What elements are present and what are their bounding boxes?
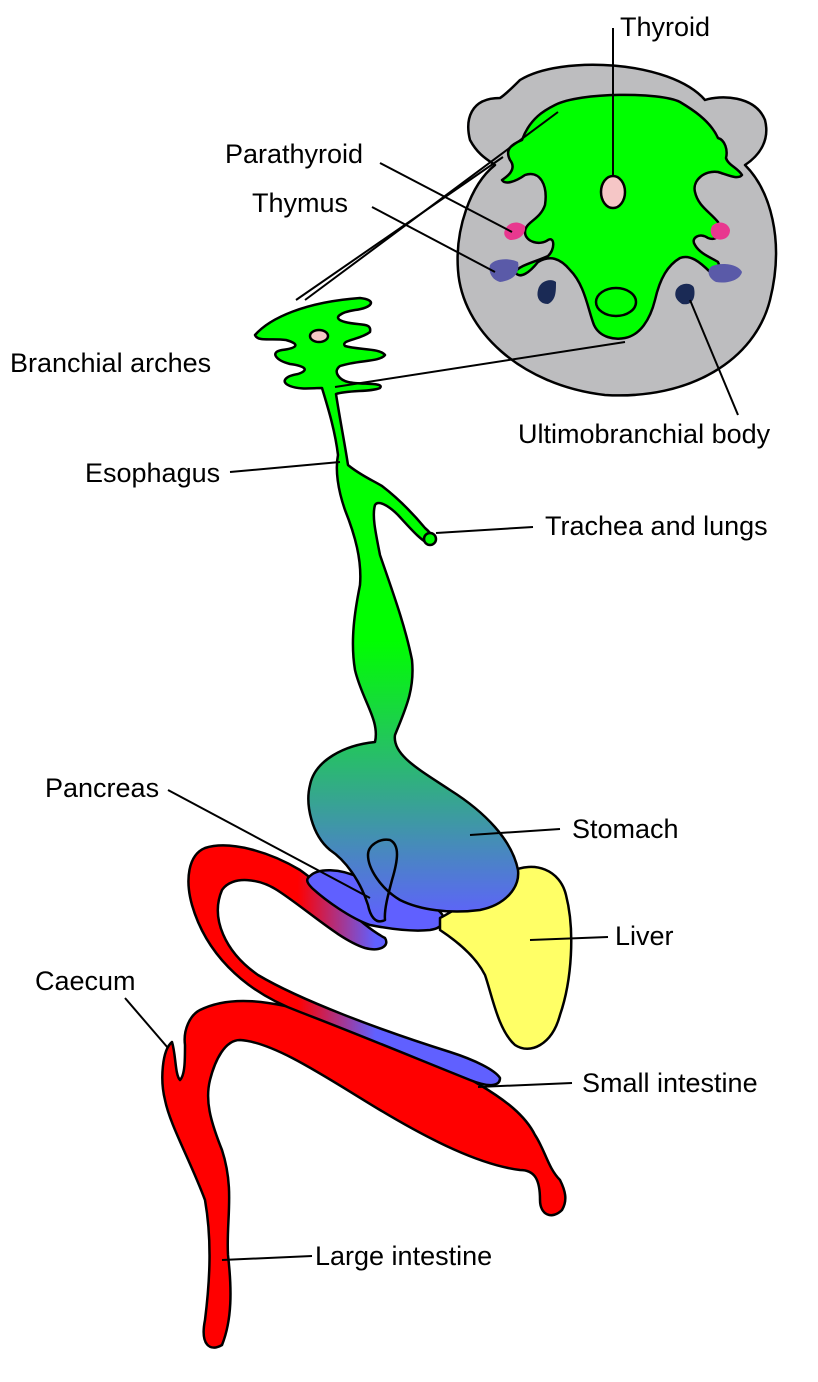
label-pancreas: Pancreas [45, 773, 159, 803]
label-caecum: Caecum [35, 966, 136, 996]
label-liver: Liver [615, 921, 674, 951]
large-intestine-shape [162, 1001, 565, 1348]
thyroid-bud [601, 176, 625, 208]
leader-esophagus [230, 462, 340, 472]
pharynx-section [458, 65, 776, 396]
label-large-intestine: Large intestine [315, 1241, 492, 1271]
label-ultimobranchial-body: Ultimobranchial body [518, 419, 771, 449]
leader-trachea [436, 527, 533, 533]
leader-caecum [125, 998, 168, 1048]
label-stomach: Stomach [572, 814, 679, 844]
label-small-intestine: Small intestine [582, 1068, 758, 1098]
gut-tube [162, 298, 571, 1348]
label-thyroid: Thyroid [620, 12, 710, 42]
lung-bud [424, 533, 436, 545]
arch-thyroid-bud [310, 330, 328, 342]
leader-large-intestine [222, 1256, 312, 1260]
foregut-shape [255, 298, 518, 921]
label-thymus: Thymus [252, 188, 348, 218]
label-trachea-lungs: Trachea and lungs [545, 511, 768, 541]
label-parathyroid: Parathyroid [225, 139, 363, 169]
label-esophagus: Esophagus [85, 458, 220, 488]
label-branchial-arches: Branchial arches [10, 348, 211, 378]
